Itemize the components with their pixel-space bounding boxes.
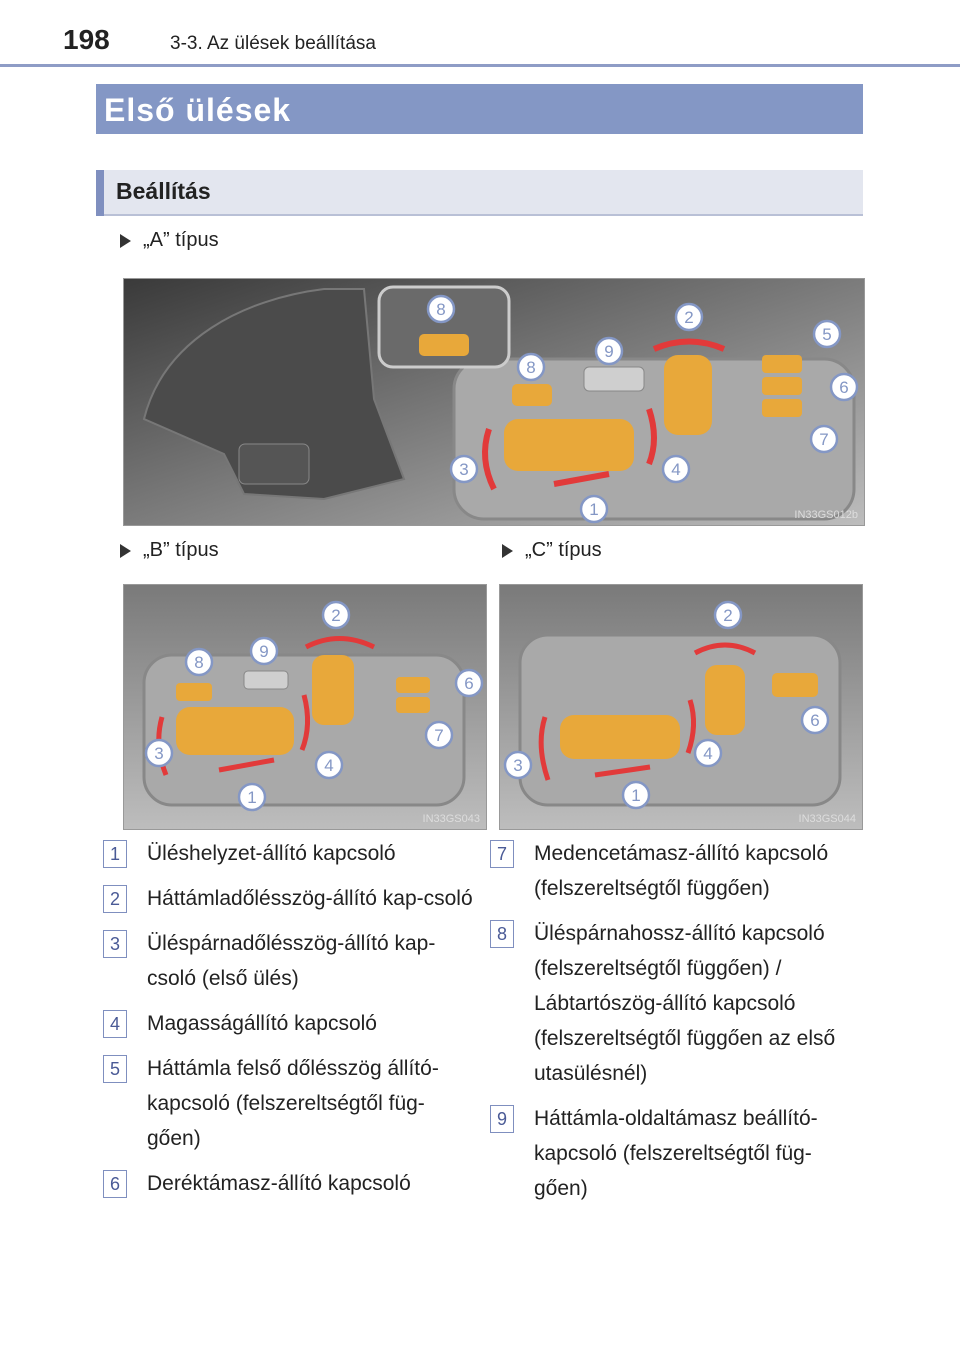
seat-controls-illustration-c: 2 6 3 4 1: [500, 585, 862, 829]
svg-text:9: 9: [604, 342, 613, 361]
svg-text:2: 2: [331, 606, 340, 625]
svg-text:4: 4: [324, 756, 333, 775]
svg-text:2: 2: [684, 308, 693, 327]
header-rule: [0, 64, 960, 67]
triangle-bullet-icon: [502, 543, 513, 558]
svg-text:4: 4: [703, 744, 712, 763]
svg-text:8: 8: [436, 300, 445, 319]
svg-text:8: 8: [194, 653, 203, 672]
legend-item: 3 Üléspárnadőlésszög-állító kap-csoló (e…: [103, 926, 473, 996]
type-a-label: „A” típus: [120, 229, 219, 252]
svg-text:9: 9: [259, 642, 268, 661]
seat-controls-illustration-a: 8 2 5 8 9 6 3 4 7 1: [124, 279, 864, 525]
legend-item: 6 Deréktámasz-állító kapcsoló: [103, 1166, 473, 1201]
svg-text:1: 1: [589, 500, 598, 519]
triangle-bullet-icon: [120, 543, 131, 558]
legend-item: 5 Háttámla felső dőlésszög állító-kapcso…: [103, 1051, 473, 1156]
legend-item: 2 Háttámladőlésszög-állító kap-csoló: [103, 881, 473, 916]
svg-text:2: 2: [723, 606, 732, 625]
subtitle: Beállítás: [116, 178, 211, 204]
svg-text:3: 3: [513, 756, 522, 775]
legend-item: 8 Üléspárnahossz-állító kapcsoló (felsze…: [490, 916, 860, 1091]
seat-controls-illustration-b: 2 8 9 6 3 4 7 1: [124, 585, 486, 829]
legend-item: 7 Medencetámasz-állító kapcsoló (felszer…: [490, 836, 860, 906]
svg-text:1: 1: [631, 786, 640, 805]
legend-left: 1 Üléshelyzet-állító kapcsoló 2 Háttámla…: [103, 836, 473, 1211]
page-title: Első ülések: [104, 92, 292, 128]
type-b-label: „B” típus: [120, 539, 219, 562]
figure-type-a: 8 2 5 8 9 6 3 4 7 1 IN33GS012b: [123, 278, 865, 526]
svg-text:1: 1: [247, 788, 256, 807]
type-c-label: „C” típus: [502, 539, 602, 562]
page-number: 198: [63, 24, 110, 55]
svg-text:7: 7: [434, 726, 443, 745]
svg-text:5: 5: [822, 325, 831, 344]
legend-right: 7 Medencetámasz-állító kapcsoló (felszer…: [490, 836, 860, 1216]
figure-code-b: IN33GS043: [422, 813, 480, 825]
figure-code-c: IN33GS044: [798, 813, 856, 825]
page-title-bar: Első ülések: [96, 84, 863, 134]
legend-item: 4 Magasságállító kapcsoló: [103, 1006, 473, 1041]
figure-code-a: IN33GS012b: [794, 509, 858, 521]
svg-text:6: 6: [464, 674, 473, 693]
svg-text:3: 3: [459, 460, 468, 479]
svg-text:4: 4: [671, 460, 680, 479]
svg-text:7: 7: [819, 430, 828, 449]
triangle-bullet-icon: [120, 233, 131, 248]
figure-type-b: 2 8 9 6 3 4 7 1 IN33GS043: [123, 584, 487, 830]
svg-text:6: 6: [810, 711, 819, 730]
svg-text:6: 6: [839, 378, 848, 397]
svg-text:3: 3: [154, 744, 163, 763]
page-header: 198 3-3. Az ülések beállítása: [0, 0, 960, 67]
subtitle-bar: Beállítás: [96, 170, 863, 216]
section-title: 3-3. Az ülések beállítása: [170, 33, 376, 54]
subtitle-accent: [96, 170, 104, 216]
legend-item: 1 Üléshelyzet-állító kapcsoló: [103, 836, 473, 871]
svg-text:8: 8: [526, 358, 535, 377]
figure-type-c: 2 6 3 4 1 IN33GS044: [499, 584, 863, 830]
legend-item: 9 Háttámla-oldaltámasz beállító-kapcsoló…: [490, 1101, 860, 1206]
